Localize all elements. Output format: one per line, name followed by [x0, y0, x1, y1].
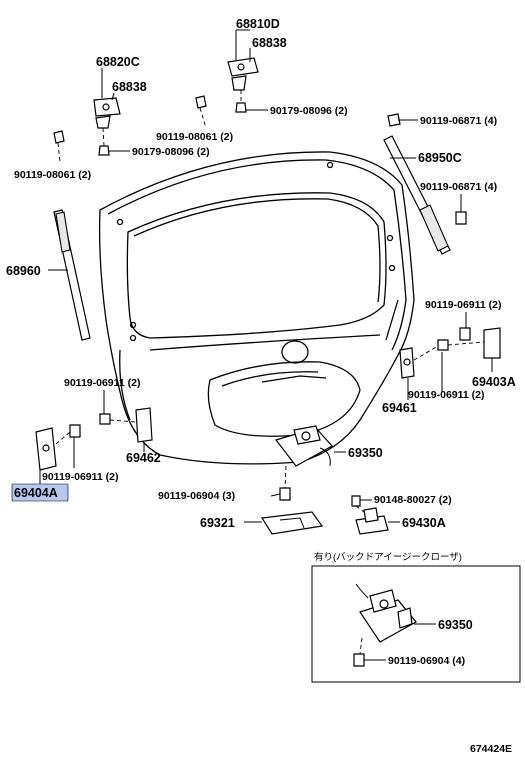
label-69404A[interactable]: 69404A: [14, 486, 58, 500]
label-90119-08061-left: 90119-08061 (2): [14, 169, 91, 181]
inset-title: 有り(バックドアイージークローザ): [314, 551, 462, 563]
label-68838-right: 68838: [252, 36, 287, 50]
label-69461: 69461: [382, 401, 417, 415]
striker-69430A: [355, 507, 389, 535]
label-90119-06911-r1: 90119-06911 (2): [425, 299, 501, 311]
label-69403A: 69403A: [472, 375, 516, 389]
label-90179-right: 90179-08096 (2): [270, 105, 348, 117]
back-door-outline: [98, 151, 415, 465]
label-69430A: 69430A: [402, 516, 446, 530]
bolt-90119-06904: [279, 487, 291, 501]
inset-label-69350: 69350: [438, 618, 473, 632]
label-68950C: 68950C: [418, 151, 462, 165]
label-90119-06911-r2: 90119-06911 (2): [408, 389, 484, 401]
label-69321: 69321: [200, 516, 235, 530]
bolts-right: [437, 327, 471, 351]
fasteners-top: [53, 95, 247, 156]
bolt-90148-80027: [351, 495, 361, 507]
label-68960: 68960: [6, 264, 41, 278]
figure-id: 674424E: [470, 743, 512, 755]
highlight-69404A: [11, 483, 69, 502]
label-90119-08061-mid: 90119-08061 (2): [156, 131, 233, 143]
label-90119-06911-l2: 90119-06911 (2): [42, 471, 118, 483]
leader-lines: [39, 29, 493, 523]
label-90119-06871-b: 90119-06871 (4): [420, 181, 497, 193]
lock-69350: [274, 425, 333, 467]
part-69404A: [35, 427, 57, 471]
label-90119-06904: 90119-06904 (3): [158, 490, 235, 502]
inset-bolt: [353, 653, 365, 667]
part-69462: [135, 407, 153, 443]
label-90148-80027: 90148-80027 (2): [374, 494, 452, 506]
part-69403A: [483, 327, 501, 359]
inset-lock-69350: [355, 583, 417, 643]
part-labels: 68810D 68838 68820C 68838 90179-08096 (2…: [6, 17, 516, 530]
label-90179-left: 90179-08096 (2): [132, 146, 210, 158]
inset-frame: [311, 565, 521, 683]
label-69462: 69462: [126, 451, 161, 465]
strut-68950C: [383, 113, 467, 255]
label-90119-06911-l1: 90119-06911 (2): [64, 377, 140, 389]
hinge-68820C: [93, 97, 121, 129]
label-68820C: 68820C: [96, 55, 140, 69]
part-69461: [399, 347, 415, 379]
label-68810D: 68810D: [236, 17, 280, 31]
label-90119-06871-a: 90119-06871 (4): [420, 115, 497, 127]
hinge-68810D: [227, 57, 259, 91]
label-69350: 69350: [348, 446, 383, 460]
strut-68960: [53, 209, 91, 341]
inset-easy-closer: 有り(バックドアイージークローザ) 69350 90119-06904 (4): [311, 551, 521, 683]
handle-69321: [260, 511, 324, 535]
bolts-left: [69, 413, 111, 438]
label-68838-left: 68838: [112, 80, 147, 94]
inset-label-90119-06904: 90119-06904 (4): [388, 655, 465, 667]
